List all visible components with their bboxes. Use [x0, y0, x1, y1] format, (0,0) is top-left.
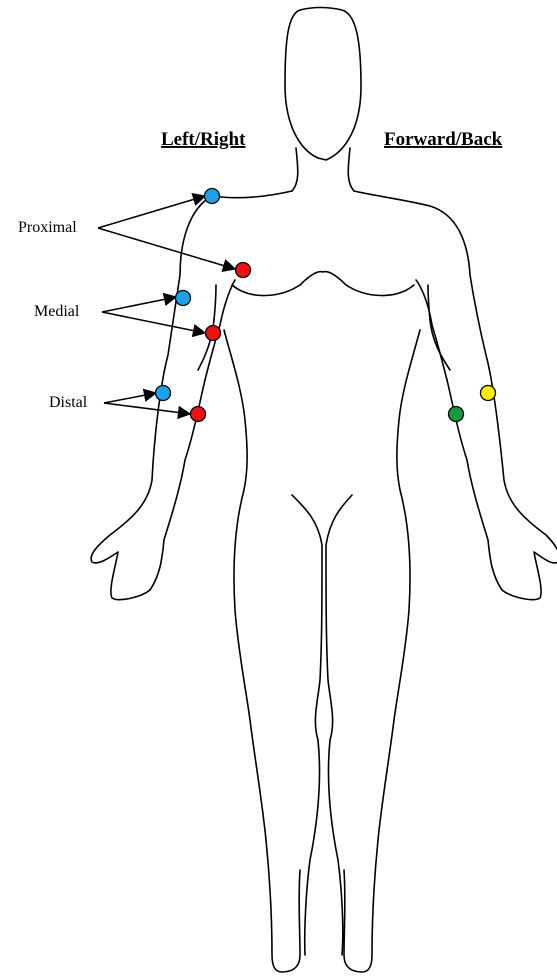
- yellow-dot: [481, 386, 496, 401]
- medial-blue-dot: [176, 291, 191, 306]
- head-outline: [285, 8, 361, 161]
- distal-red-dot: [191, 407, 206, 422]
- proximal-label: Proximal: [18, 219, 77, 236]
- distal-blue-dot: [156, 386, 171, 401]
- distal-arrow-lower: [104, 403, 190, 414]
- proximal-arrow-lower: [98, 228, 235, 269]
- green-dot: [449, 407, 464, 422]
- left-upper-arm-line: [214, 285, 216, 320]
- neck-left: [292, 148, 298, 191]
- medial-red-dot: [206, 326, 221, 341]
- distal-arrow-upper: [104, 393, 156, 403]
- markers: [156, 189, 496, 422]
- chest-outline: [232, 272, 414, 296]
- right-torso: [344, 330, 420, 972]
- forward-back-heading: Forward/Back: [384, 129, 503, 150]
- inner-left-leg: [292, 495, 322, 955]
- neck-right: [348, 148, 354, 191]
- medial-arrow-upper: [102, 297, 176, 312]
- medial-arrow-lower: [102, 312, 205, 333]
- proximal-red-dot: [236, 263, 251, 278]
- right-arm-outer: [354, 191, 557, 600]
- right-upper-arm-line: [428, 285, 430, 320]
- arrows: [98, 196, 235, 414]
- medial-label: Medial: [34, 303, 80, 320]
- proximal-blue-dot: [205, 189, 220, 204]
- inner-right-leg: [326, 495, 352, 955]
- body-outline: [91, 8, 557, 973]
- left-torso: [224, 330, 300, 972]
- left-arm-outer: [91, 191, 292, 600]
- left-right-heading: Left/Right: [161, 129, 246, 150]
- distal-label: Distal: [49, 394, 88, 411]
